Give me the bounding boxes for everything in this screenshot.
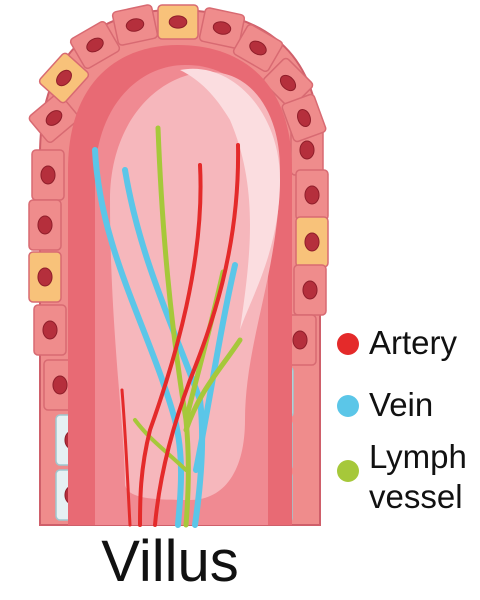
artery-legend-label: Artery [369,324,458,361]
cell-nucleus [249,40,267,56]
cell-nucleus [292,330,308,350]
villus-highlight [180,68,280,330]
cell-nucleus [279,74,297,92]
epithelial-cell [295,216,329,268]
diagram-title: Villus [101,529,239,594]
cell-nucleus [168,15,188,29]
artery [120,388,132,527]
cell-nucleus [45,110,63,126]
vein-legend-label: Vein [369,386,434,423]
cell-nucleus [37,267,53,287]
cell-nucleus [297,108,311,128]
artery-legend-dot [337,333,359,355]
artery [153,143,241,527]
epithelial-cell [295,169,329,221]
epithelial-cell [157,4,199,40]
epithelial-cell [28,93,80,143]
cell-nucleus [304,185,320,205]
epithelial-cell [69,20,121,70]
epithelial-cell [33,304,67,356]
lymph-vessel-legend-label: Lymph [369,438,476,475]
epithelial-cell [28,251,62,303]
artery [138,163,203,527]
cell-nucleus [37,215,53,235]
cell-nucleus [125,18,145,32]
cell-nucleus [86,37,104,53]
lymph-vessel-legend-label-line2: vessel [369,478,463,515]
vein-legend-dot [337,395,359,417]
lymph-vessel [133,418,188,472]
epithelial-cell [111,4,159,46]
epithelial-cell [28,199,62,251]
cell-nucleus [56,69,72,87]
cell-nucleus [212,21,232,35]
cell-nucleus [304,232,320,252]
epithelial-cell [232,23,284,73]
epithelial-cell [38,52,90,104]
vein [193,262,238,473]
lymph-vessel-legend-dot [337,460,359,482]
cell-nucleus [302,280,318,300]
cell-nucleus [299,140,315,160]
epithelial-cell [198,7,246,49]
epithelial-cell [281,93,327,143]
lymph-vessel [183,337,243,433]
cell-nucleus [42,320,58,340]
cell-nucleus [52,375,68,395]
lymph-vessel [155,125,191,528]
cell-nucleus [40,165,56,185]
epithelial-cell [31,149,65,201]
vessels [92,125,243,528]
epithelial-cell [293,264,327,316]
